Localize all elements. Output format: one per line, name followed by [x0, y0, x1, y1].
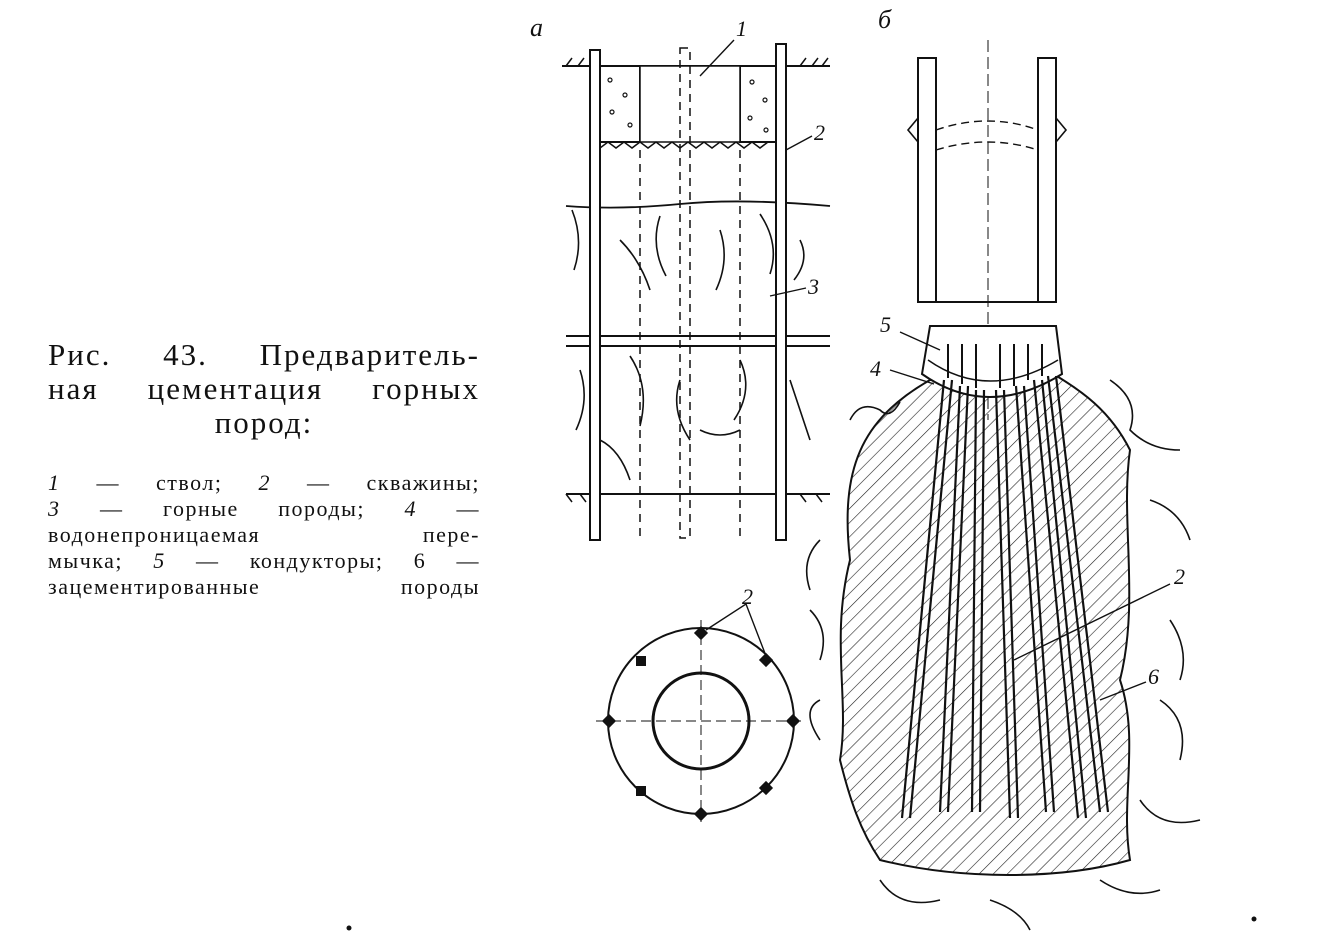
label-6: 6: [1148, 664, 1159, 689]
borehole-marks: [601, 625, 801, 822]
label-2-plan: 2: [742, 584, 753, 609]
shaft-wall-left: [917, 57, 937, 303]
panel-a-plan: 2: [596, 584, 806, 822]
leader-1: [699, 39, 735, 77]
legend-line: 1 — ствол; 2 — скважины;: [48, 470, 480, 495]
figure-caption: Рис. 43. Предваритель- ная цементация го…: [48, 338, 480, 440]
label-3: 3: [807, 274, 819, 299]
concrete-dots: [607, 77, 769, 133]
label-1: 1: [736, 16, 747, 41]
conductors: [947, 344, 1043, 388]
cemented-rock-zone: [838, 373, 1132, 876]
shaft-ribs: [906, 117, 1068, 143]
caption-line-1: Рис. 43. Предваритель-: [48, 337, 480, 372]
grout-boreholes: [900, 375, 1110, 819]
legend-line: зацементированные породы: [48, 574, 480, 599]
leader-3: [769, 287, 807, 297]
print-speck: [346, 925, 352, 931]
leader-2: [785, 135, 813, 151]
panel-a-section: а 1 2: [530, 13, 831, 541]
shaft-lining-right: [739, 65, 777, 143]
leader-2-plan: [705, 602, 767, 657]
leader-2-b: [1013, 583, 1171, 661]
legend-line: мычка; 5 — кондукторы; 6 —: [48, 548, 481, 573]
bottom-hatch: [565, 493, 823, 503]
legend-line: водонепроницаемая пере-: [48, 522, 480, 547]
label-5: 5: [880, 312, 891, 337]
panel-a-label: а: [530, 13, 543, 42]
ground-hatch: [565, 57, 829, 67]
borehole-center-dashed: [679, 47, 691, 539]
print-speck: [1251, 916, 1257, 922]
shaft-wall-right: [1037, 57, 1057, 303]
rock-boundary-top: [565, 200, 831, 209]
figure-legend: 1 — ствол; 2 — скважины; 3 — горные поро…: [48, 470, 480, 600]
caption-line-3: пород:: [214, 405, 314, 440]
shaft-dashed-arcs: [935, 120, 1039, 151]
leader-6: [1099, 681, 1147, 701]
outer-cracks: [805, 379, 1201, 931]
shaft-interior: [639, 65, 741, 143]
panel-b-label: б: [878, 5, 892, 34]
label-2-b: 2: [1174, 564, 1185, 589]
leader-5: [899, 331, 941, 351]
borehole-left: [589, 49, 601, 541]
rock-contact: [599, 141, 769, 149]
legend-line: 3 — горные породы; 4 —: [48, 496, 480, 521]
borehole-right: [775, 43, 787, 541]
panel-b: б: [805, 5, 1201, 931]
label-4: 4: [870, 356, 881, 381]
leader-4: [889, 369, 935, 385]
caption-line-2: ная цементация горных: [48, 371, 480, 406]
rock-cracks: [571, 209, 811, 481]
shaft-lining-left: [599, 65, 641, 143]
label-2-section: 2: [814, 120, 825, 145]
